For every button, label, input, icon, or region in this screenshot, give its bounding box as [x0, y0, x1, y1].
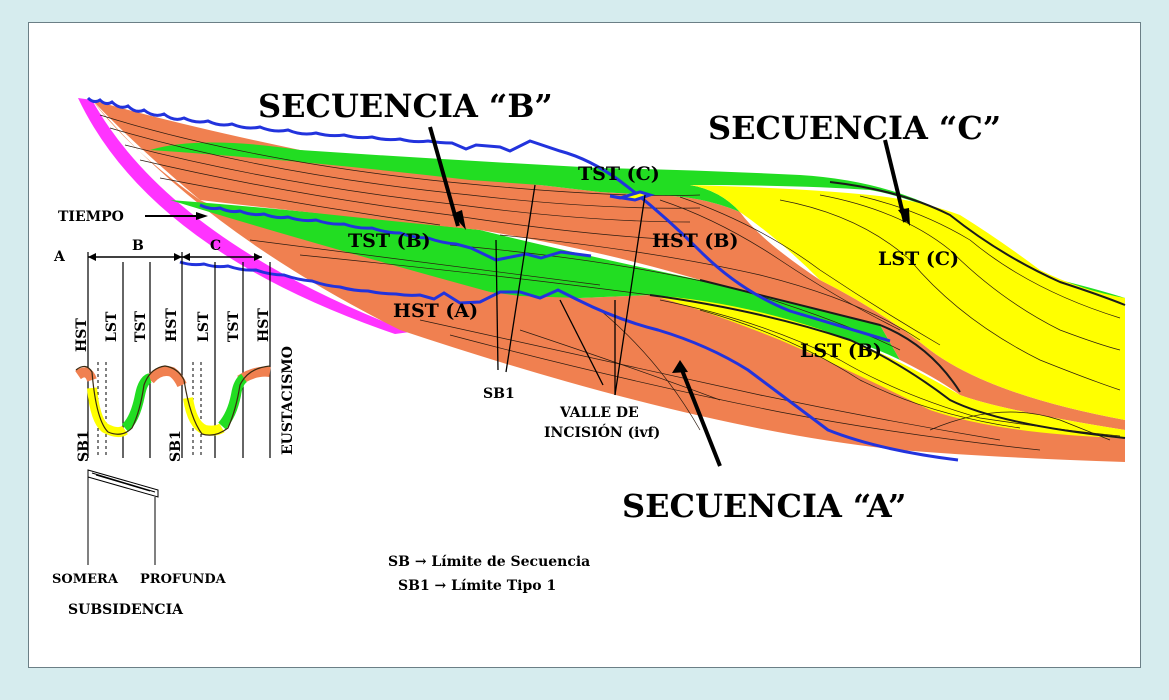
tiempo-arrowhead: [196, 212, 208, 220]
panel-eustacismo: EUSTACISMO: [280, 346, 296, 455]
label-valle-line2: INCISIÓN (ivf): [544, 423, 660, 441]
eustatic-curve-yellow: [87, 387, 225, 438]
boundary-dark-2: [699, 279, 961, 393]
panel-tract-3: TST: [133, 310, 149, 342]
cross-section: [78, 96, 1126, 462]
label-hst-b: HST (B): [652, 230, 738, 252]
panel-tract-4: HST: [164, 308, 180, 342]
valley-incision-top: [609, 190, 655, 202]
subsidence-deep: PROFUNDA: [140, 572, 227, 587]
title-sequence-a: SECUENCIA “A”: [622, 487, 906, 525]
legend-line-1: SB → Límite de Secuencia: [388, 554, 590, 570]
blue-sequence-boundary-low: [179, 260, 959, 462]
label-tst-c: TST (C): [578, 163, 660, 185]
panel-sb1-left: SB1: [76, 430, 92, 462]
eustasy-panel: [75, 252, 271, 458]
boundary-dark-1: [649, 294, 1126, 439]
panel-col-c: C: [210, 238, 221, 254]
arrowheads: [452, 208, 910, 373]
boundary-dark-3: [829, 181, 1126, 306]
label-sb1-main: SB1: [483, 386, 515, 402]
panel-tract-1: HST: [74, 318, 90, 352]
pointer-lines: [495, 184, 646, 396]
subsidence-label: SUBSIDENCIA: [68, 602, 184, 618]
yellow-lst-b-body: [650, 295, 1125, 438]
green-tst-b: [170, 200, 900, 360]
title-sequence-b: SECUENCIA “B”: [258, 87, 553, 125]
eustatic-curve-outline: [75, 365, 271, 436]
blue-sequence-boundary-mid: [199, 203, 592, 262]
label-lst-b: LST (B): [800, 340, 882, 362]
subsidence-ramp: [87, 469, 159, 565]
legend-line-2: SB1 → Límite Tipo 1: [398, 578, 556, 594]
panel-col-b: B: [132, 238, 144, 254]
sequence-arrows: [428, 126, 907, 467]
title-sequence-c: SECUENCIA “C”: [708, 109, 1001, 147]
label-tst-b: TST (B): [348, 230, 431, 252]
panel-sb1-right: SB1: [168, 430, 184, 462]
label-valle-line1: VALLE DE: [559, 405, 639, 421]
green-tst-c: [150, 142, 1125, 310]
label-lst-c: LST (C): [878, 248, 959, 270]
panel-col-a: A: [53, 249, 66, 265]
label-hst-a: HST (A): [393, 300, 478, 322]
label-tiempo: TIEMPO: [58, 209, 124, 225]
panel-tract-2: LST: [104, 311, 120, 342]
bedding-lines: [99, 114, 1121, 451]
yellow-lst-c: [690, 185, 1125, 420]
panel-tract-6: TST: [226, 310, 242, 342]
orange-hst-b: [92, 100, 1125, 430]
panel-tract-5: LST: [196, 311, 212, 342]
panel-tract-7: HST: [256, 308, 272, 342]
subsidence-shallow: SOMERA: [52, 572, 119, 587]
